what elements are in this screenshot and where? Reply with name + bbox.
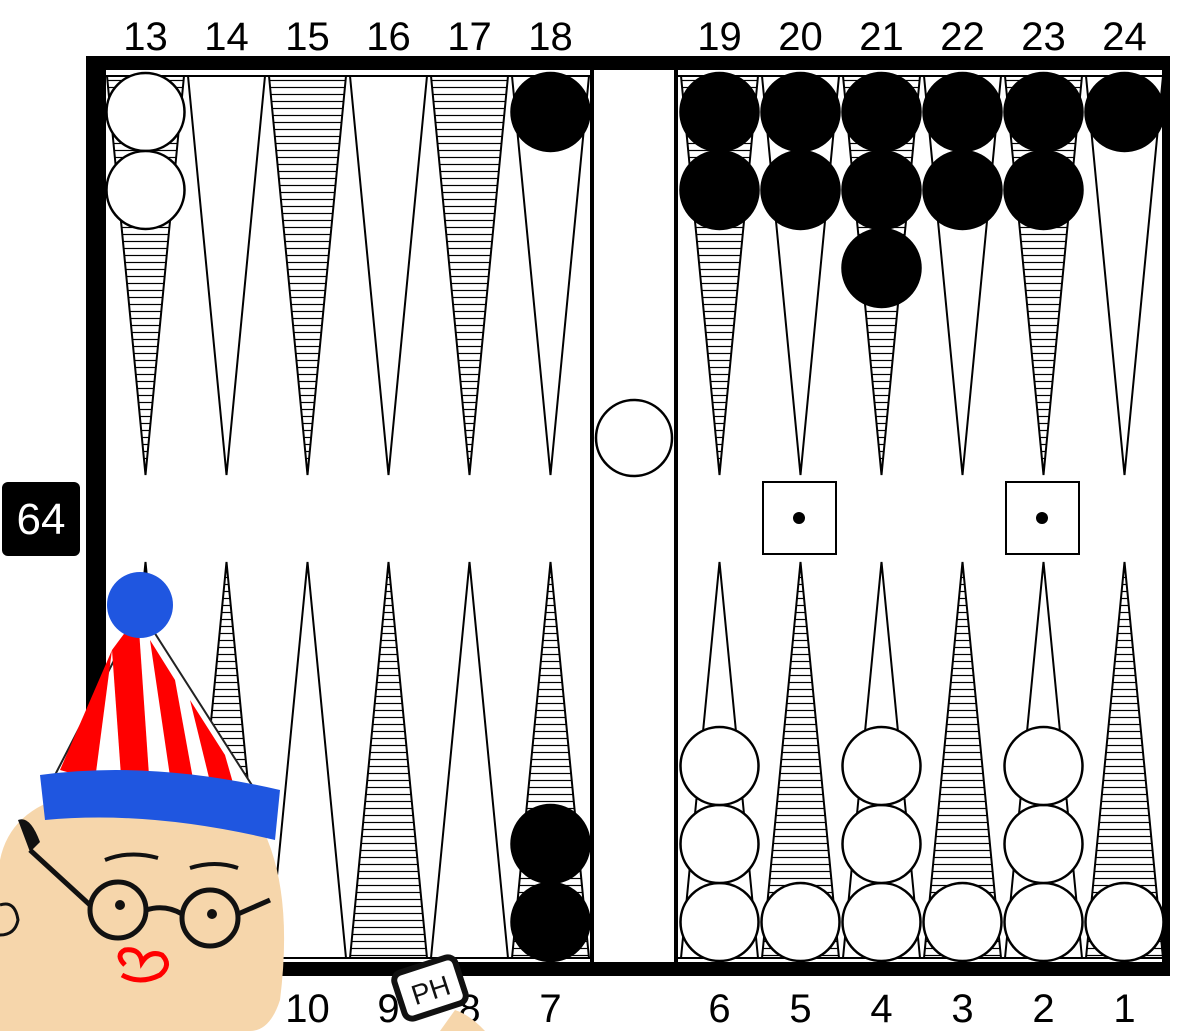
- pompom: [107, 572, 173, 638]
- white-checker[interactable]: [843, 727, 921, 805]
- black-checker[interactable]: [762, 73, 840, 151]
- black-checker[interactable]: [512, 805, 590, 883]
- point-label-15: 15: [285, 15, 330, 59]
- doubling-cube-value: 64: [17, 495, 66, 544]
- black-checker[interactable]: [512, 73, 590, 151]
- white-checker[interactable]: [107, 73, 185, 151]
- black-checker[interactable]: [924, 151, 1002, 229]
- point-label-1: 1: [1113, 987, 1135, 1031]
- white-checker[interactable]: [681, 727, 759, 805]
- point-label-7: 7: [539, 987, 561, 1031]
- point-label-23: 23: [1021, 15, 1066, 59]
- white-checker[interactable]: [1005, 727, 1083, 805]
- point-label-22: 22: [940, 15, 985, 59]
- point-label-6: 6: [708, 987, 730, 1031]
- point-label-14: 14: [204, 15, 249, 59]
- white-checker[interactable]: [1086, 883, 1164, 961]
- black-checker[interactable]: [843, 73, 921, 151]
- white-checker[interactable]: [1005, 805, 1083, 883]
- white-checker[interactable]: [762, 883, 840, 961]
- black-checker[interactable]: [924, 73, 1002, 151]
- doubling-cube[interactable]: 64: [2, 482, 80, 556]
- point-label-4: 4: [870, 987, 892, 1031]
- white-checker[interactable]: [843, 883, 921, 961]
- point-label-24: 24: [1102, 15, 1147, 59]
- black-checker[interactable]: [681, 73, 759, 151]
- point-label-16: 16: [366, 15, 411, 59]
- white-checker[interactable]: [681, 883, 759, 961]
- black-checker[interactable]: [1086, 73, 1164, 151]
- point-label-17: 17: [447, 15, 492, 59]
- bar-area[interactable]: [596, 400, 672, 476]
- die-pip: [1036, 512, 1048, 524]
- black-checker[interactable]: [512, 883, 590, 961]
- point-label-2: 2: [1032, 987, 1054, 1031]
- black-checker[interactable]: [762, 151, 840, 229]
- black-checker[interactable]: [1005, 151, 1083, 229]
- point-label-20: 20: [778, 15, 823, 59]
- point-label-5: 5: [789, 987, 811, 1031]
- point-label-18: 18: [528, 15, 573, 59]
- black-checker[interactable]: [843, 151, 921, 229]
- point-label-21: 21: [859, 15, 904, 59]
- point-label-10: 10: [285, 987, 330, 1031]
- white-checker[interactable]: [681, 805, 759, 883]
- point-label-13: 13: [123, 15, 168, 59]
- die-left: [763, 482, 836, 554]
- bar-white-checker[interactable]: [596, 400, 672, 476]
- black-checker[interactable]: [681, 151, 759, 229]
- black-checker[interactable]: [1005, 73, 1083, 151]
- white-checker[interactable]: [843, 805, 921, 883]
- point-label-3: 3: [951, 987, 973, 1031]
- die-pip: [793, 512, 805, 524]
- point-label-19: 19: [697, 15, 742, 59]
- white-checker[interactable]: [924, 883, 1002, 961]
- die-right: [1006, 482, 1079, 554]
- white-checker[interactable]: [1005, 883, 1083, 961]
- black-checker[interactable]: [843, 229, 921, 307]
- white-checker[interactable]: [107, 151, 185, 229]
